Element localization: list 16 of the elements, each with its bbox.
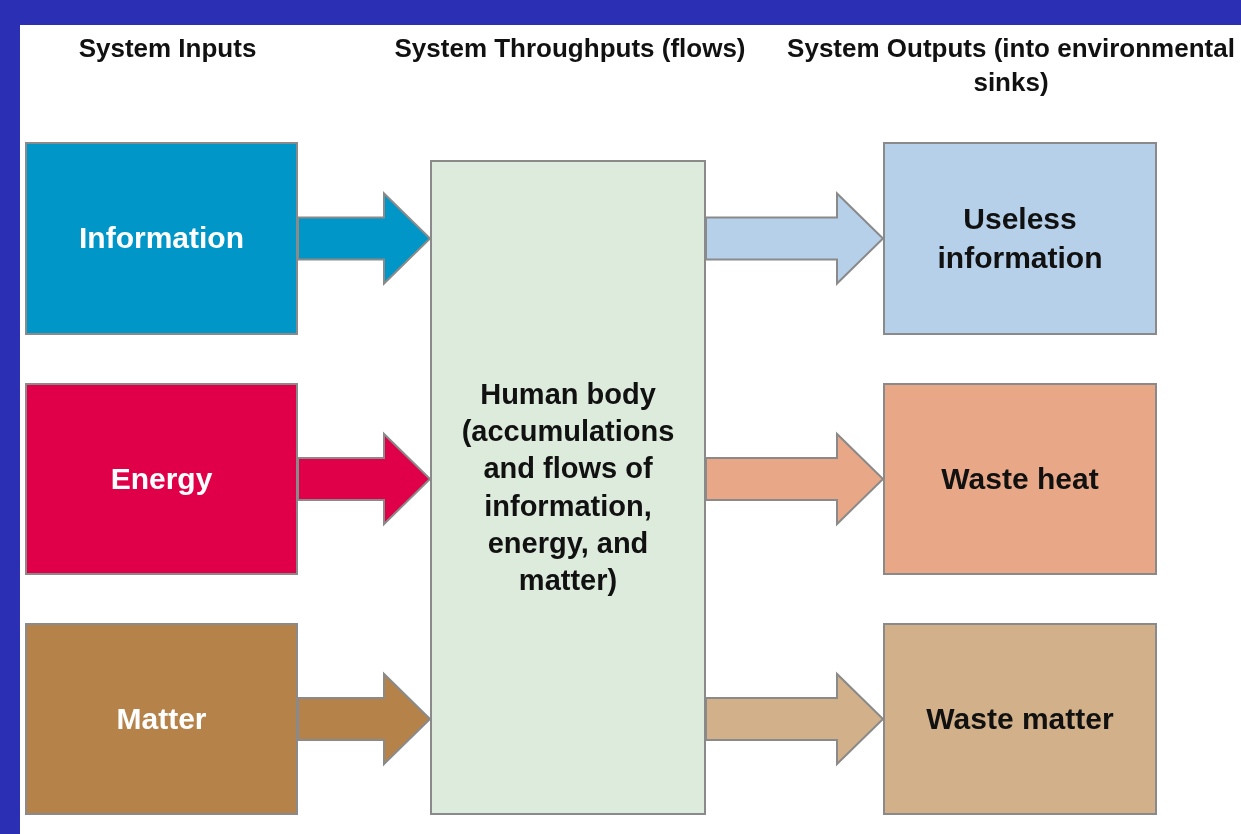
block-arrow xyxy=(705,431,885,527)
process-box: Matter xyxy=(25,623,298,815)
block-arrow xyxy=(705,671,885,767)
process-box: Useless information xyxy=(883,142,1157,335)
block-arrow xyxy=(297,671,432,767)
process-box: Energy xyxy=(25,383,298,575)
column-heading: System Inputs xyxy=(77,32,258,65)
block-arrow xyxy=(705,191,885,286)
process-box: Waste heat xyxy=(883,383,1157,575)
column-heading: System Throughputs (flows) xyxy=(393,32,747,65)
column-heading: System Outputs (into environmental sinks) xyxy=(786,32,1236,99)
process-box: Information xyxy=(25,142,298,335)
process-box: Human body (accumulations and flows of information, energy, and matter) xyxy=(430,160,706,815)
block-arrow xyxy=(297,431,432,527)
process-box: Waste matter xyxy=(883,623,1157,815)
block-arrow xyxy=(297,191,432,286)
